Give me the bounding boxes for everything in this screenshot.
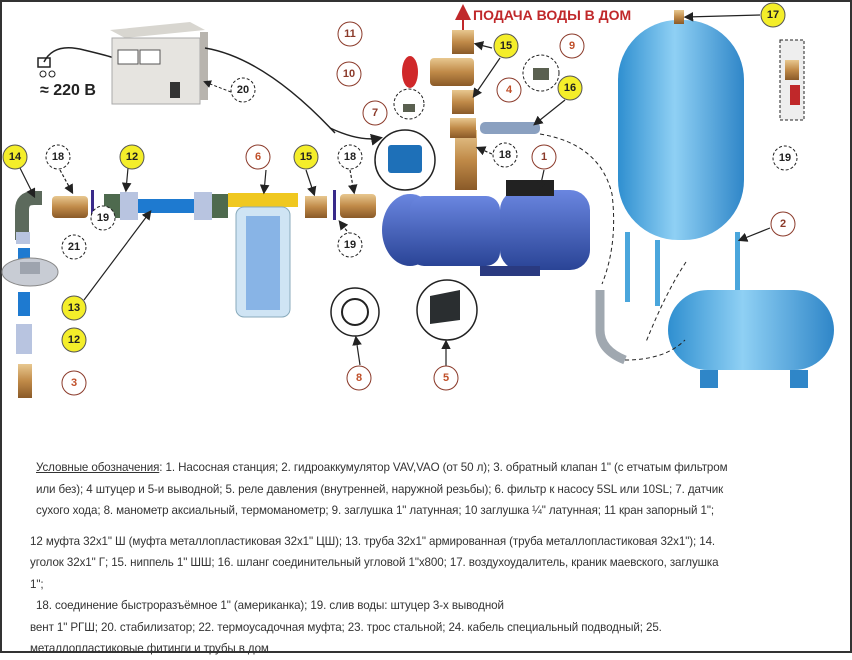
legend-line: металлопластиковые фитинги и трубы в дом xyxy=(30,642,269,655)
pump-station xyxy=(382,130,590,276)
svg-text:15: 15 xyxy=(300,151,312,163)
svg-text:8: 8 xyxy=(356,372,362,384)
callout-11: 11 xyxy=(337,21,363,47)
legend-line: 12 муфта 32х1" Ш (муфта металлопластиков… xyxy=(30,534,716,548)
callout-15: 15 xyxy=(493,33,519,59)
svg-text:4: 4 xyxy=(506,84,513,96)
callout-19: 19 xyxy=(772,145,798,171)
svg-text:16: 16 xyxy=(564,82,576,94)
legend: Условные обозначения: 1. Насосная станци… xyxy=(30,457,836,660)
svg-text:9: 9 xyxy=(569,40,575,52)
stabilizer xyxy=(110,22,383,146)
pressure-relay-and-sensors xyxy=(330,129,478,341)
legend-line: или без); 4 штуцер и 5-и выводной; 5. ре… xyxy=(36,482,724,496)
callout-6: 6 xyxy=(245,144,271,170)
callout-16: 16 xyxy=(557,75,583,101)
callout-18: 18 xyxy=(337,144,363,170)
water-filter xyxy=(228,190,376,318)
svg-text:13: 13 xyxy=(68,302,80,314)
svg-text:18: 18 xyxy=(344,151,356,163)
horizontal-accumulator-tank xyxy=(539,133,834,388)
callout-14: 14 xyxy=(2,144,28,170)
svg-text:19: 19 xyxy=(344,239,356,251)
pump-station-diagram: ПОДАЧА ВОДЫ В ДОМ ≈ 220 В xyxy=(1,2,834,398)
callout-21: 21 xyxy=(61,234,87,260)
outlet-fittings xyxy=(393,30,560,138)
water-supply-label: ПОДАЧА ВОДЫ В ДОМ xyxy=(455,4,631,30)
svg-text:21: 21 xyxy=(68,241,80,253)
callout-10: 10 xyxy=(336,61,362,87)
legend-line: 1"; xyxy=(30,577,44,591)
svg-text:5: 5 xyxy=(443,372,449,384)
svg-text:18: 18 xyxy=(52,151,64,163)
vertical-accumulator-tank xyxy=(618,10,805,306)
svg-text:19: 19 xyxy=(779,152,791,164)
svg-text:19: 19 xyxy=(97,212,109,224)
callout-19: 19 xyxy=(90,205,116,231)
callout-3: 3 xyxy=(61,370,87,396)
legend-title: Условные обозначения xyxy=(36,461,160,474)
legend-line: : 1. Насосная станция; 2. гидроаккумулят… xyxy=(159,461,728,474)
svg-text:15: 15 xyxy=(500,40,512,52)
svg-text:7: 7 xyxy=(372,107,378,119)
callout-5: 5 xyxy=(433,365,459,391)
callout-15: 15 xyxy=(293,144,319,170)
leader-lines xyxy=(19,12,771,366)
legend-line: 18. соединение быстроразъёмное 1" (амери… xyxy=(36,599,504,612)
suction-line xyxy=(1,190,228,398)
legend-line: вент 1" РГШ; 20. стабилизатор; 22. термо… xyxy=(30,620,662,634)
svg-text:14: 14 xyxy=(9,151,22,163)
callout-18: 18 xyxy=(492,142,518,168)
voltage-label: ≈ 220 В xyxy=(40,82,96,99)
svg-text:1: 1 xyxy=(541,151,547,163)
callout-12: 12 xyxy=(61,327,87,353)
svg-text:12: 12 xyxy=(126,151,138,163)
power-plug-icon xyxy=(37,47,115,78)
svg-text:6: 6 xyxy=(255,151,261,163)
svg-text:10: 10 xyxy=(343,68,355,80)
svg-text:17: 17 xyxy=(767,9,779,21)
callout-12: 12 xyxy=(119,144,145,170)
callout-1: 1 xyxy=(531,144,557,170)
callout-19: 19 xyxy=(337,232,363,258)
callout-7: 7 xyxy=(362,100,388,126)
svg-text:ПОДАЧА ВОДЫ В ДОМ: ПОДАЧА ВОДЫ В ДОМ xyxy=(473,7,631,23)
svg-text:11: 11 xyxy=(344,28,356,40)
callout-18: 18 xyxy=(45,144,71,170)
callout-9: 9 xyxy=(559,33,585,59)
callout-4: 4 xyxy=(496,77,522,103)
svg-text:12: 12 xyxy=(68,334,80,346)
callout-2: 2 xyxy=(770,211,796,237)
svg-text:2: 2 xyxy=(780,218,786,230)
leader-20 xyxy=(203,80,232,93)
legend-line: уголок 32х1" Г; 15. ниппель 1" ШШ; 16. ш… xyxy=(30,556,719,569)
svg-text:3: 3 xyxy=(71,377,77,389)
callout-13: 13 xyxy=(61,295,87,321)
svg-text:18: 18 xyxy=(499,149,511,161)
svg-text:20: 20 xyxy=(237,84,249,96)
callout-8: 8 xyxy=(346,365,372,391)
legend-line: сухого хода; 8. манометр аксиальный, тер… xyxy=(36,504,714,517)
callout-20: 20 xyxy=(230,77,256,103)
callout-17: 17 xyxy=(760,2,786,28)
callouts: 1 2 3 4 5 6 7 8 9 10 11 12 12 13 14 15 1… xyxy=(2,2,798,396)
